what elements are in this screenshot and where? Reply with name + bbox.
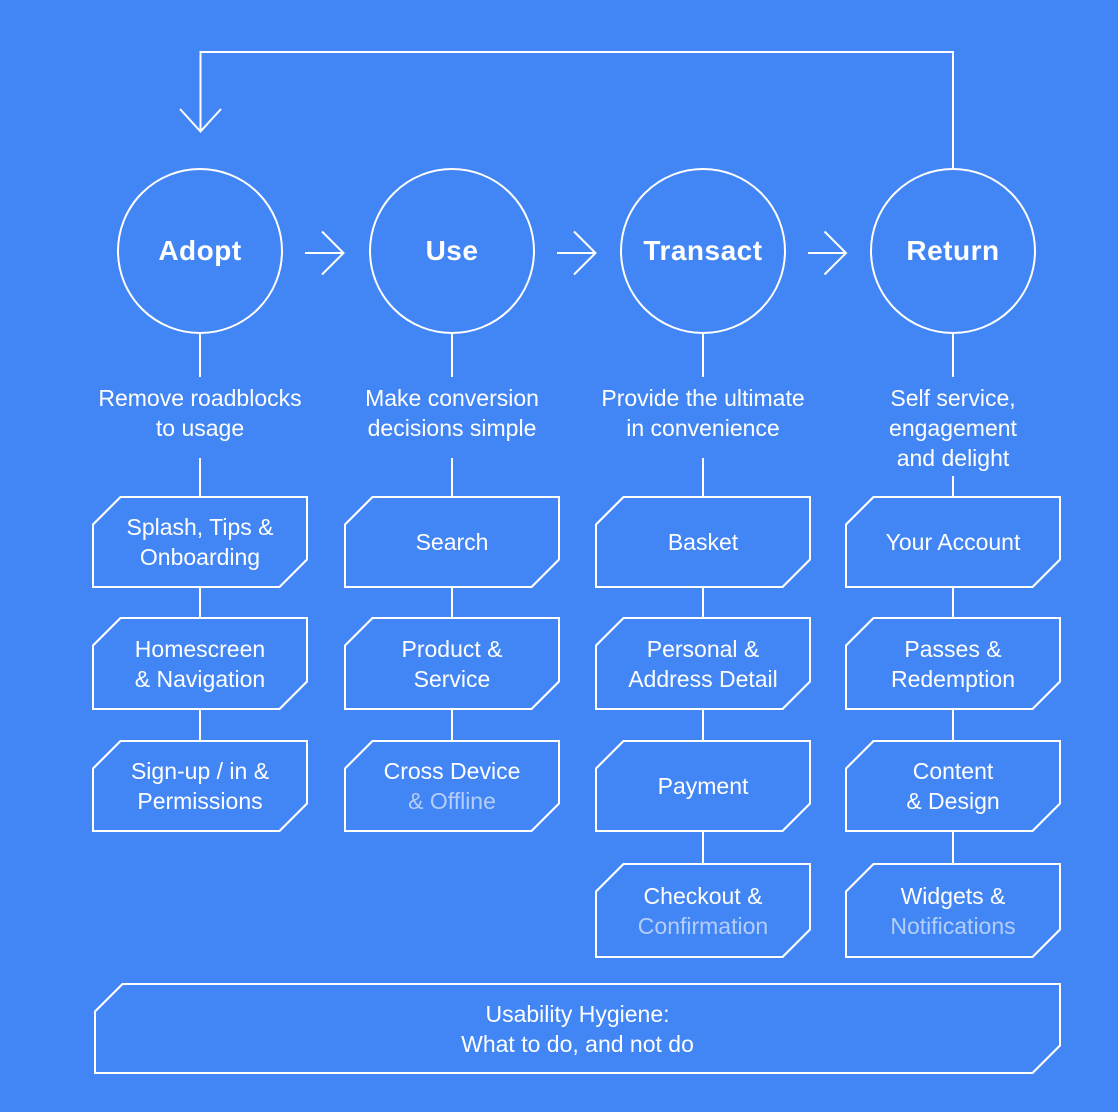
box-label-line: Passes &	[904, 635, 1002, 662]
journey-box-checkout-confirmation: Checkout & Confirmation	[595, 863, 811, 958]
box-label-line: Redemption	[890, 665, 1016, 692]
box-fill	[346, 498, 558, 586]
box-fill	[847, 498, 1059, 586]
box-label: Widgets & Notifications	[845, 863, 1061, 958]
stage-description-return: Self service, engagement and delight	[889, 385, 1017, 471]
journey-box-widgets-notifications: Widgets & Notifications	[845, 863, 1061, 958]
box-label-line: Homescreen	[134, 635, 266, 662]
journey-box-basket: Basket	[595, 496, 811, 588]
box-label: Payment	[595, 740, 811, 832]
box-label-line: & Design	[906, 788, 1000, 814]
box-fill	[94, 742, 306, 830]
feedback-loop-line	[199, 51, 954, 169]
box-label-line: Sign-up / in &	[130, 758, 270, 784]
box-label-line: Payment	[657, 773, 749, 799]
box-label-line: Confirmation	[637, 912, 769, 939]
journey-box-content-design: Content & Design	[845, 740, 1061, 832]
box-fill	[597, 498, 809, 586]
journey-box-homescreen-navigation: Homescreen & Navigation	[92, 617, 308, 710]
box-label-line: Your Account	[885, 529, 1021, 555]
journey-box-personal-address-detail: Personal & Address Detail	[595, 617, 811, 710]
stage-description-adopt: Remove roadblocks to usage	[98, 385, 302, 441]
stage-circle-use: Use	[369, 168, 535, 334]
box-label: Personal & Address Detail	[595, 617, 811, 710]
box-fill	[346, 619, 558, 708]
box-label: Splash, Tips & Onboarding	[92, 496, 308, 588]
stage-circle-return: Return	[870, 168, 1036, 334]
box-label-line: Notifications	[890, 912, 1016, 939]
flow-arrow-transact-return-icon	[808, 230, 848, 276]
box-fill	[346, 742, 558, 830]
journey-box-cross-device-offline: Cross Device & Offline	[344, 740, 560, 832]
journey-box-passes-redemption: Passes & Redemption	[845, 617, 1061, 710]
box-fill	[94, 619, 306, 708]
flow-arrow-use-transact-icon	[557, 230, 597, 276]
box-label: Search	[344, 496, 560, 588]
flow-arrow-adopt-use-icon	[305, 230, 345, 276]
box-label: Content & Design	[845, 740, 1061, 832]
box-label: Cross Device & Offline	[344, 740, 560, 832]
box-label-line: Cross Device	[383, 758, 521, 784]
box-label: Homescreen & Navigation	[92, 617, 308, 710]
box-label-line: Service	[413, 665, 491, 692]
box-fill	[94, 498, 306, 586]
box-label: Your Account	[845, 496, 1061, 588]
stage-description-transact: Provide the ultimate in convenience	[601, 385, 805, 441]
box-label-line: Basket	[667, 529, 739, 555]
box-fill	[597, 742, 809, 830]
stage-description-use: Make conversion decisions simple	[365, 385, 539, 441]
box-label-line: & Navigation	[134, 665, 266, 692]
stage-label: Transact	[643, 235, 763, 266]
journey-box-search: Search	[344, 496, 560, 588]
box-label-line: Permissions	[137, 788, 263, 814]
journey-box-payment: Payment	[595, 740, 811, 832]
box-fill	[847, 619, 1059, 708]
box-fill	[597, 619, 809, 708]
journey-box-product-service: Product & Service	[344, 617, 560, 710]
box-label-line: Personal &	[646, 635, 760, 662]
box-label-line: Content	[912, 758, 994, 784]
box-label-line: Splash, Tips &	[126, 514, 274, 540]
box-label: Basket	[595, 496, 811, 588]
box-fill	[847, 865, 1059, 956]
usability-hygiene-box: Usability Hygiene: What to do, and not d…	[94, 983, 1061, 1074]
stage-circle-transact: Transact	[620, 168, 786, 334]
stage-label: Use	[425, 235, 479, 266]
box-label-line: Address Detail	[628, 665, 778, 692]
box-label: Checkout & Confirmation	[595, 863, 811, 958]
stage-label: Return	[906, 235, 1000, 266]
box-label-line: Product &	[401, 635, 503, 662]
box-label-line: Widgets &	[900, 882, 1006, 909]
stage-label: Adopt	[158, 235, 242, 266]
box-label: Passes & Redemption	[845, 617, 1061, 710]
stage-circle-adopt: Adopt	[117, 168, 283, 334]
box-label-line: What to do, and not do	[461, 1030, 694, 1057]
box-label: Product & Service	[344, 617, 560, 710]
box-label-line: Search	[415, 529, 489, 555]
box-label: Usability Hygiene: What to do, and not d…	[94, 983, 1061, 1074]
journey-box-splash-tips-onboarding: Splash, Tips & Onboarding	[92, 496, 308, 588]
box-label-line: Usability Hygiene:	[485, 1000, 670, 1027]
box-label-line: Onboarding	[139, 544, 261, 570]
journey-box-signup-permissions: Sign-up / in & Permissions	[92, 740, 308, 832]
box-fill	[96, 985, 1059, 1072]
box-label: Sign-up / in & Permissions	[92, 740, 308, 832]
feedback-arrowhead-icon	[179, 108, 222, 133]
box-fill	[597, 865, 809, 956]
box-label-line: & Offline	[408, 788, 496, 814]
box-label-line: Checkout &	[643, 882, 763, 909]
journey-box-your-account: Your Account	[845, 496, 1061, 588]
box-fill	[847, 742, 1059, 830]
